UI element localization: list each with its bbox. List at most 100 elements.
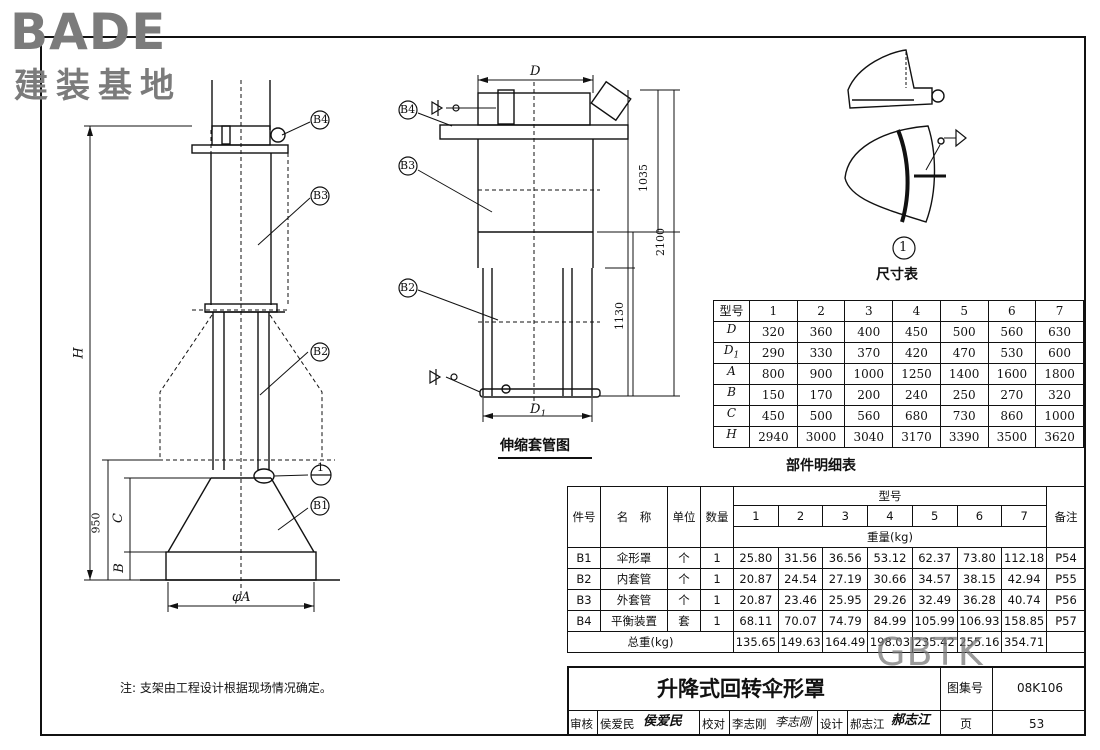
checker-signature: 李志刚	[775, 715, 812, 729]
parts-total-label: 总重(kg)	[567, 631, 734, 653]
size-table: 型号 1 2 3 4 5 6 7 D 320 360 400 450 500 5…	[713, 300, 1084, 448]
callout-b3-sleeve: B3	[400, 159, 416, 172]
size-row-a: A 800 900 1000 1250 1400 1600 1800	[713, 363, 1084, 385]
parts-model-cell: 3	[822, 505, 869, 527]
size-header-cell: 6	[987, 300, 1037, 322]
size-cell: 1000	[1035, 405, 1084, 427]
parts-cell: 32.49	[911, 589, 958, 611]
parts-cell: 个	[667, 589, 701, 611]
parts-cell: 个	[667, 547, 701, 569]
size-row-c: C 450 500 560 680 730 860 1000	[713, 405, 1084, 427]
parts-row-b3: B3 外套管 个 1 20.87 23.46 25.95 29.26 32.49…	[567, 589, 1086, 611]
parts-cell: 27.19	[822, 568, 869, 590]
parts-cell: B2	[567, 568, 601, 590]
callout-detail-1-main: 1	[317, 461, 324, 474]
parts-cell: 内套管	[600, 568, 668, 590]
size-row-d1: D1 290 330 370 420 470 530 600	[713, 342, 1084, 364]
page-number: 53	[1029, 717, 1045, 731]
dim-h-label: H	[71, 347, 87, 359]
size-cell: 370	[844, 342, 894, 364]
parts-cell: 42.94	[1001, 568, 1047, 590]
size-cell: 1000	[844, 363, 894, 385]
parts-cell: 24.54	[777, 568, 824, 590]
parts-cell: 个	[667, 568, 701, 590]
callout-b3-main: B3	[313, 189, 329, 202]
checker-name: 李志刚	[732, 717, 767, 731]
parts-header-weight: 重量(kg)	[733, 526, 1047, 548]
parts-cell: 112.18	[1001, 547, 1047, 569]
parts-cell: 外套管	[600, 589, 668, 611]
dim-950-label: 950	[89, 512, 103, 534]
size-cell: 450	[749, 405, 798, 427]
page-label: 页	[960, 717, 973, 731]
parts-row-b1: B1 伞形罩 个 1 25.80 31.56 36.56 53.12 62.37…	[567, 547, 1086, 569]
parts-cell: 套	[667, 610, 701, 632]
parts-cell: 70.07	[777, 610, 824, 632]
size-header-cell: 5	[939, 300, 989, 322]
parts-cell: 30.66	[867, 568, 913, 590]
size-cell: 860	[987, 405, 1037, 427]
callout-b2-sleeve: B2	[400, 281, 416, 294]
parts-header-row: 件号 名 称 单位 数量 型号 备注	[567, 486, 1086, 548]
callout-b2-main: B2	[313, 345, 329, 358]
atlas-number: 08K106	[1017, 681, 1064, 695]
size-cell: 3500	[987, 426, 1037, 448]
parts-cell: 1	[700, 568, 734, 590]
parts-row-b2: B2 内套管 个 1 20.87 24.54 27.19 30.66 34.57…	[567, 568, 1086, 590]
dim-d1-label: D1	[530, 402, 547, 420]
parts-cell: 106.93	[956, 610, 1003, 632]
size-cell: 500	[796, 405, 846, 427]
size-cell: 240	[892, 384, 941, 406]
parts-cell: 38.15	[956, 568, 1003, 590]
logo-subtitle: 建装基地	[14, 66, 182, 106]
drawing-note: 注: 支架由工程设计根据现场情况确定。	[120, 681, 332, 695]
size-cell: 450	[892, 321, 941, 343]
parts-cell: 1	[700, 589, 734, 611]
parts-cell: 29.26	[867, 589, 913, 611]
parts-cell: 25.80	[733, 547, 779, 569]
parts-row-b4: B4 平衡装置 套 1 68.11 70.07 74.79 84.99 105.…	[567, 610, 1086, 632]
size-cell: 3170	[892, 426, 941, 448]
parts-cell: 25.95	[822, 589, 869, 611]
size-cell: 320	[749, 321, 798, 343]
size-row-label: D	[713, 321, 750, 343]
size-cell: 560	[844, 405, 894, 427]
size-cell: 630	[1035, 321, 1084, 343]
size-cell: 1800	[1035, 363, 1084, 385]
size-cell: 3000	[796, 426, 846, 448]
size-cell: 530	[987, 342, 1037, 364]
sleeve-view-title: 伸缩套管图	[500, 438, 570, 454]
parts-header-unit: 单位	[667, 486, 701, 548]
size-cell: 270	[987, 384, 1037, 406]
review-label: 审核	[570, 717, 593, 731]
atlas-label: 图集号	[947, 681, 984, 695]
parts-model-cell: 1	[733, 505, 779, 527]
parts-table-title: 部件明细表	[786, 458, 856, 474]
size-cell: 3040	[844, 426, 894, 448]
size-cell: 680	[892, 405, 941, 427]
parts-total-cell: 198.03	[867, 631, 913, 653]
parts-cell: 平衡装置	[600, 610, 668, 632]
parts-cell: 20.87	[733, 589, 779, 611]
dim-b-label: B	[111, 563, 127, 573]
parts-header-model: 型号	[733, 486, 1047, 506]
size-cell: 730	[939, 405, 989, 427]
size-cell: 1400	[939, 363, 989, 385]
size-cell: 560	[987, 321, 1037, 343]
parts-cell: P55	[1046, 568, 1086, 590]
drawing-frame	[40, 36, 1086, 736]
parts-model-row: 1 2 3 4 5 6 7	[568, 505, 1086, 527]
parts-model-cell: 6	[956, 505, 1003, 527]
parts-cell: 20.87	[733, 568, 779, 590]
size-header-cell: 2	[796, 300, 846, 322]
parts-cell: 105.99	[911, 610, 958, 632]
parts-header-note: 备注	[1046, 486, 1086, 548]
size-row-h: H 2940 3000 3040 3170 3390 3500 3620	[713, 426, 1084, 448]
parts-cell: 36.56	[822, 547, 869, 569]
size-cell: 150	[749, 384, 798, 406]
parts-cell: 73.80	[956, 547, 1003, 569]
size-header-cell: 4	[892, 300, 941, 322]
parts-cell: 36.28	[956, 589, 1003, 611]
size-cell: 3620	[1035, 426, 1084, 448]
